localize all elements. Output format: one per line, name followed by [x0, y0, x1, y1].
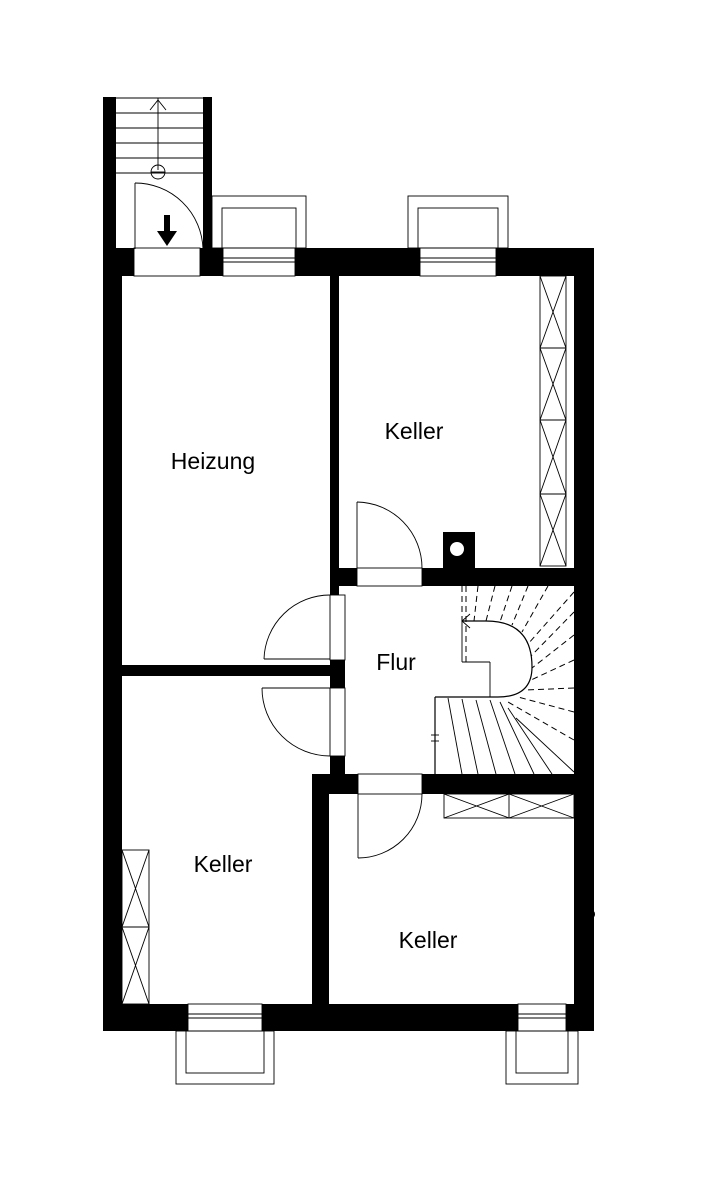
arrow-down-icon	[157, 215, 177, 246]
window-top-1	[133, 247, 201, 277]
window-top-3	[407, 195, 509, 277]
shelf-left-lower	[121, 849, 150, 1005]
door-heating	[263, 594, 346, 661]
outer-walls	[103, 248, 594, 1031]
room-label-heating: Heizung	[171, 448, 255, 474]
staircase	[431, 585, 575, 775]
door-cellar-upper	[356, 501, 423, 587]
room-label-cellar-bottom-right: Keller	[399, 927, 458, 953]
room-label-cellar-bottom-left: Keller	[194, 851, 253, 877]
chimney-icon	[443, 532, 475, 568]
shelf-right-upper	[539, 275, 567, 567]
watermark: www.grundriss.com	[575, 806, 595, 963]
entrance-door	[134, 182, 204, 250]
shelf-bottom-right	[443, 793, 575, 819]
window-bottom-2	[505, 1003, 579, 1085]
door-cellar-lower-right	[357, 773, 423, 859]
window-top-2	[211, 195, 307, 277]
entrance-stairwell	[103, 97, 212, 255]
room-label-hallway: Flur	[376, 649, 416, 675]
interior-walls	[122, 276, 574, 1004]
window-bottom-1	[175, 1003, 275, 1085]
room-label-cellar-top-right: Keller	[385, 418, 444, 444]
door-cellar-lower-left	[261, 687, 346, 757]
